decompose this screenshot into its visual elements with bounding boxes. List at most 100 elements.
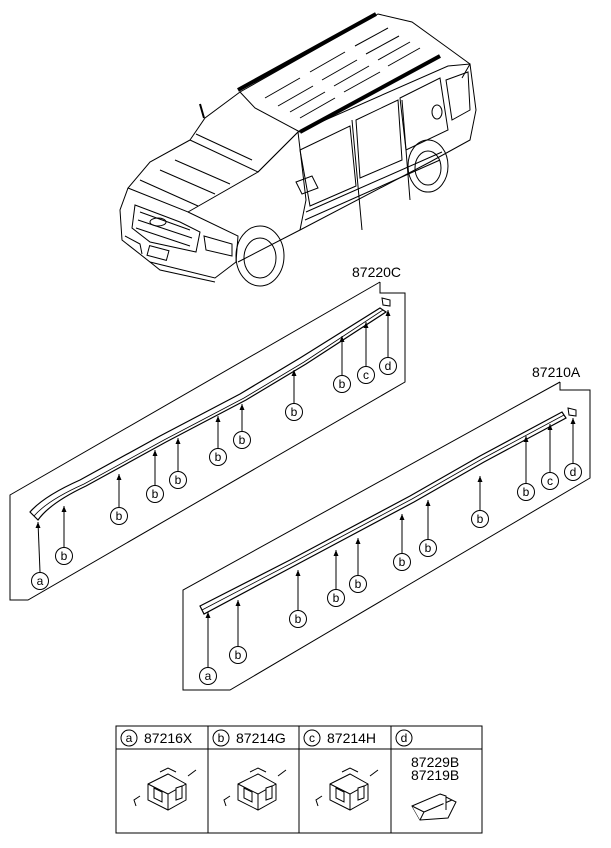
- callout-circle-b: [393, 553, 411, 571]
- rear-rail-assembly: 87220C: [9, 264, 406, 601]
- callout-circle-b: [517, 483, 535, 501]
- arrow-head: [477, 476, 483, 482]
- arrow-head: [363, 322, 369, 328]
- callout-circle-a: [31, 572, 49, 590]
- callout-circle-c: [303, 729, 321, 747]
- arrow-head: [570, 418, 576, 424]
- rear-rail-strip: [29, 307, 388, 521]
- front-rail-part-number: 87210A: [532, 364, 581, 380]
- callout-circle-b: [212, 729, 230, 747]
- callout-circle-b: [333, 375, 351, 393]
- callout-letter-d: d: [570, 465, 577, 479]
- arrow-head: [35, 522, 41, 528]
- callout-circle-b: [289, 610, 307, 628]
- callout-circle-b: [233, 431, 251, 449]
- callout-letter-b: b: [175, 473, 182, 487]
- callout-circle-b: [146, 485, 164, 503]
- clip-c-illustration: [315, 767, 379, 811]
- clip-b-illustration: [223, 767, 287, 811]
- legend-letter-b: b: [218, 731, 225, 745]
- callout-letter-b: b: [239, 433, 246, 447]
- arrow-head: [175, 438, 181, 444]
- callout-letter-b: b: [61, 549, 68, 563]
- callout-circle-c: [357, 366, 375, 384]
- callout-circle-b: [327, 589, 345, 607]
- front-rail-frame: [182, 381, 591, 691]
- callout-circle-b: [209, 448, 227, 466]
- arrow-head: [385, 310, 391, 316]
- arrow-head: [61, 506, 67, 512]
- legend-cell-b: b 87214G: [212, 729, 286, 747]
- legend-part-d-2: 87219B: [411, 767, 459, 783]
- arrow-head: [295, 570, 301, 576]
- arrow-head: [547, 424, 553, 430]
- front-rail-assembly: 87210A: [182, 364, 591, 691]
- callout-circle-b: [169, 471, 187, 489]
- arrow-head: [291, 370, 297, 376]
- callout-circle-b: [419, 539, 437, 557]
- callout-letter-a: a: [205, 669, 212, 683]
- arrow-head: [399, 514, 405, 520]
- arrow-head: [333, 550, 339, 556]
- callout-letter-a: a: [37, 574, 44, 588]
- legend-letter-d: d: [401, 731, 408, 745]
- callout-circle-b: [285, 403, 303, 421]
- legend-part-c: 87214H: [327, 730, 376, 746]
- arrow-head: [152, 450, 158, 456]
- legend-part-b: 87214G: [236, 730, 286, 746]
- clip-a-illustration: [133, 767, 197, 811]
- arrow-head: [239, 404, 245, 410]
- callout-circle-c: [541, 472, 559, 490]
- legend-part-a: 87216X: [144, 730, 193, 746]
- callout-letter-b: b: [399, 555, 406, 569]
- arrow-head: [339, 336, 345, 342]
- legend-cell-d: d 87229B 87219B: [395, 729, 459, 783]
- callout-letter-b: b: [339, 377, 346, 391]
- callout-letter-b: b: [355, 577, 362, 591]
- callout-letter-b: b: [523, 485, 530, 499]
- vehicle-illustration: [119, 12, 477, 287]
- arrow-head: [235, 600, 241, 606]
- arrow-head: [523, 436, 529, 442]
- callout-circle-d: [564, 463, 582, 481]
- legend-letter-a: a: [126, 731, 133, 745]
- callout-circle-b: [471, 510, 489, 528]
- callout-circle-d: [395, 729, 413, 747]
- callout-letter-b: b: [477, 512, 484, 526]
- callout-letter-b: b: [295, 612, 302, 626]
- arrow-head: [425, 500, 431, 506]
- callout-circle-b: [55, 547, 73, 565]
- cap-d-illustration: [411, 793, 457, 821]
- legend-letter-c: c: [309, 731, 315, 745]
- callout-letter-b: b: [215, 450, 222, 464]
- callout-circle-b: [110, 507, 128, 525]
- callout-circle-d: [379, 357, 397, 375]
- callout-letter-b: b: [291, 405, 298, 419]
- callout-circle-a: [120, 729, 138, 747]
- leader-line-a: [37, 521, 41, 573]
- arrow-head: [205, 612, 211, 618]
- arrow-head: [215, 416, 221, 422]
- legend-table: a 87216X b 87214G c 87214H d 87229B 8721…: [115, 725, 483, 834]
- callout-letter-b: b: [333, 591, 340, 605]
- rear-rail-part-number: 87220C: [352, 264, 401, 280]
- legend-cell-a: a 87216X: [120, 729, 193, 747]
- callout-circle-b: [229, 646, 247, 664]
- callout-letter-c: c: [547, 474, 553, 488]
- arrow-head: [355, 538, 361, 544]
- callout-letter-d: d: [385, 359, 392, 373]
- rear-rail-frame: [9, 281, 406, 601]
- legend-cell-c: c 87214H: [303, 729, 376, 747]
- callout-letter-b: b: [425, 541, 432, 555]
- front-rail-strip: [199, 411, 567, 615]
- arrow-head: [116, 474, 122, 480]
- callout-letter-b: b: [235, 648, 242, 662]
- legend-part-d-1: 87229B: [411, 754, 459, 770]
- callout-letter-b: b: [116, 509, 123, 523]
- callout-circle-a: [199, 667, 217, 685]
- callout-circle-b: [349, 575, 367, 593]
- callout-letter-b: b: [152, 487, 159, 501]
